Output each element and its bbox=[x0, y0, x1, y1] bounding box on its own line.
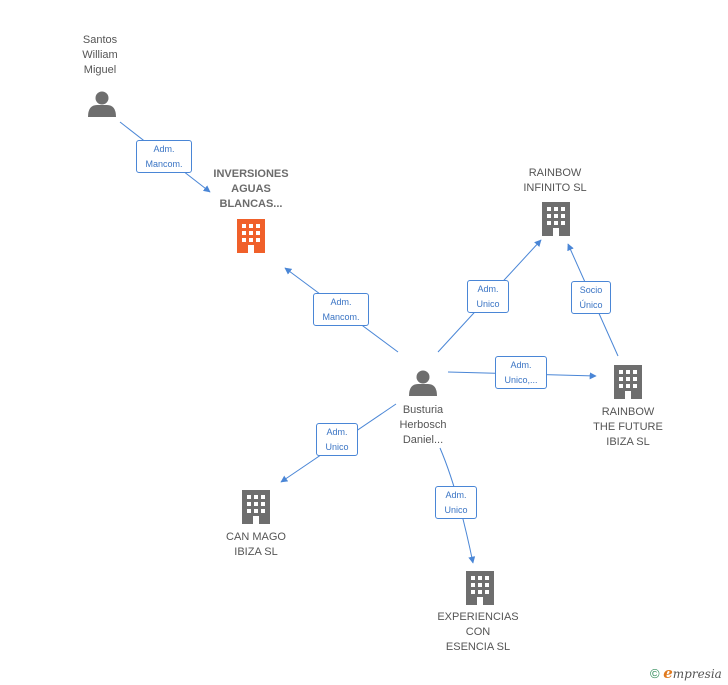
label-line: RAINBOW bbox=[528, 167, 582, 179]
label-line: EXPERIENCIAS bbox=[437, 611, 519, 623]
label-line: Santos bbox=[82, 34, 118, 46]
label-line: CAN MAGO bbox=[226, 531, 286, 543]
edge-label-line: Socio bbox=[579, 285, 603, 295]
edge-label-line: Unico bbox=[444, 505, 468, 515]
brand-name: mpresia bbox=[672, 667, 722, 681]
person-label-busturia[interactable]: Busturia Herbosch Daniel... bbox=[378, 403, 468, 448]
edge-label-busturia-future: Adm. Unico,... bbox=[495, 356, 547, 389]
person-icon bbox=[88, 91, 116, 117]
edge-label-line: Adm. bbox=[445, 490, 467, 500]
copyright-icon: © bbox=[650, 666, 660, 681]
label-line: Daniel... bbox=[402, 434, 444, 446]
company-label-inversiones[interactable]: INVERSIONES AGUAS BLANCAS... bbox=[196, 167, 306, 212]
edge-label-busturia-rainbow-infinito: Adm. Unico bbox=[467, 280, 509, 313]
company-label-rainbow-infinito[interactable]: RAINBOW INFINITO SL bbox=[500, 166, 610, 196]
building-icon bbox=[614, 365, 642, 399]
edge-label-line: Adm. bbox=[153, 144, 175, 154]
label-line: Herbosch bbox=[399, 419, 447, 431]
edge-label-santos-inversiones: Adm. Mancom. bbox=[136, 140, 192, 173]
edge-label-line: Adm. bbox=[477, 284, 499, 294]
edge-label-line: Adm. bbox=[510, 360, 532, 370]
edge-label-busturia-experiencias: Adm. Unico bbox=[435, 486, 477, 519]
company-label-rainbow-future[interactable]: RAINBOW THE FUTURE IBIZA SL bbox=[578, 405, 678, 450]
building-icon bbox=[542, 202, 570, 236]
person-icon bbox=[409, 370, 437, 396]
edge-label-line: Unico bbox=[325, 442, 349, 452]
edge-label-line: Unico,... bbox=[504, 375, 538, 385]
label-line: AGUAS bbox=[231, 183, 271, 195]
label-line: Busturia bbox=[402, 404, 444, 416]
label-line: INVERSIONES bbox=[213, 168, 289, 180]
company-label-experiencias[interactable]: EXPERIENCIAS CON ESENCIA SL bbox=[423, 610, 533, 655]
edge-label-busturia-can-mago: Adm. Unico bbox=[316, 423, 358, 456]
company-label-can-mago[interactable]: CAN MAGO IBIZA SL bbox=[206, 530, 306, 560]
building-icon bbox=[466, 571, 494, 605]
brand-initial: e bbox=[663, 664, 673, 682]
edge-label-line: Mancom. bbox=[322, 312, 360, 322]
label-line: INFINITO SL bbox=[523, 182, 587, 194]
label-line: Miguel bbox=[83, 64, 117, 76]
label-line: RAINBOW bbox=[601, 406, 655, 418]
label-line: IBIZA SL bbox=[234, 546, 278, 558]
label-line: ESENCIA SL bbox=[445, 641, 511, 653]
edge-label-line: Adm. bbox=[330, 297, 352, 307]
edge-label-busturia-inversiones: Adm. Mancom. bbox=[313, 293, 369, 326]
building-icon bbox=[237, 219, 265, 253]
brand-logo: empresia bbox=[663, 664, 722, 682]
edge-label-line: Unico bbox=[476, 299, 500, 309]
label-line: THE FUTURE bbox=[593, 421, 663, 433]
edge-label-line: Adm. bbox=[326, 427, 348, 437]
building-icon bbox=[242, 490, 270, 524]
footer-brand[interactable]: © empresia bbox=[650, 664, 722, 682]
person-label-santos[interactable]: Santos William Miguel bbox=[60, 33, 140, 78]
edge-label-future-rainbow-infinito: Socio Único bbox=[571, 281, 611, 314]
edge-label-line: Mancom. bbox=[145, 159, 183, 169]
label-line: BLANCAS... bbox=[219, 198, 283, 210]
label-line: CON bbox=[465, 626, 491, 638]
label-line: IBIZA SL bbox=[606, 436, 650, 448]
label-line: William bbox=[82, 49, 118, 61]
edge-label-line: Único bbox=[579, 300, 603, 310]
